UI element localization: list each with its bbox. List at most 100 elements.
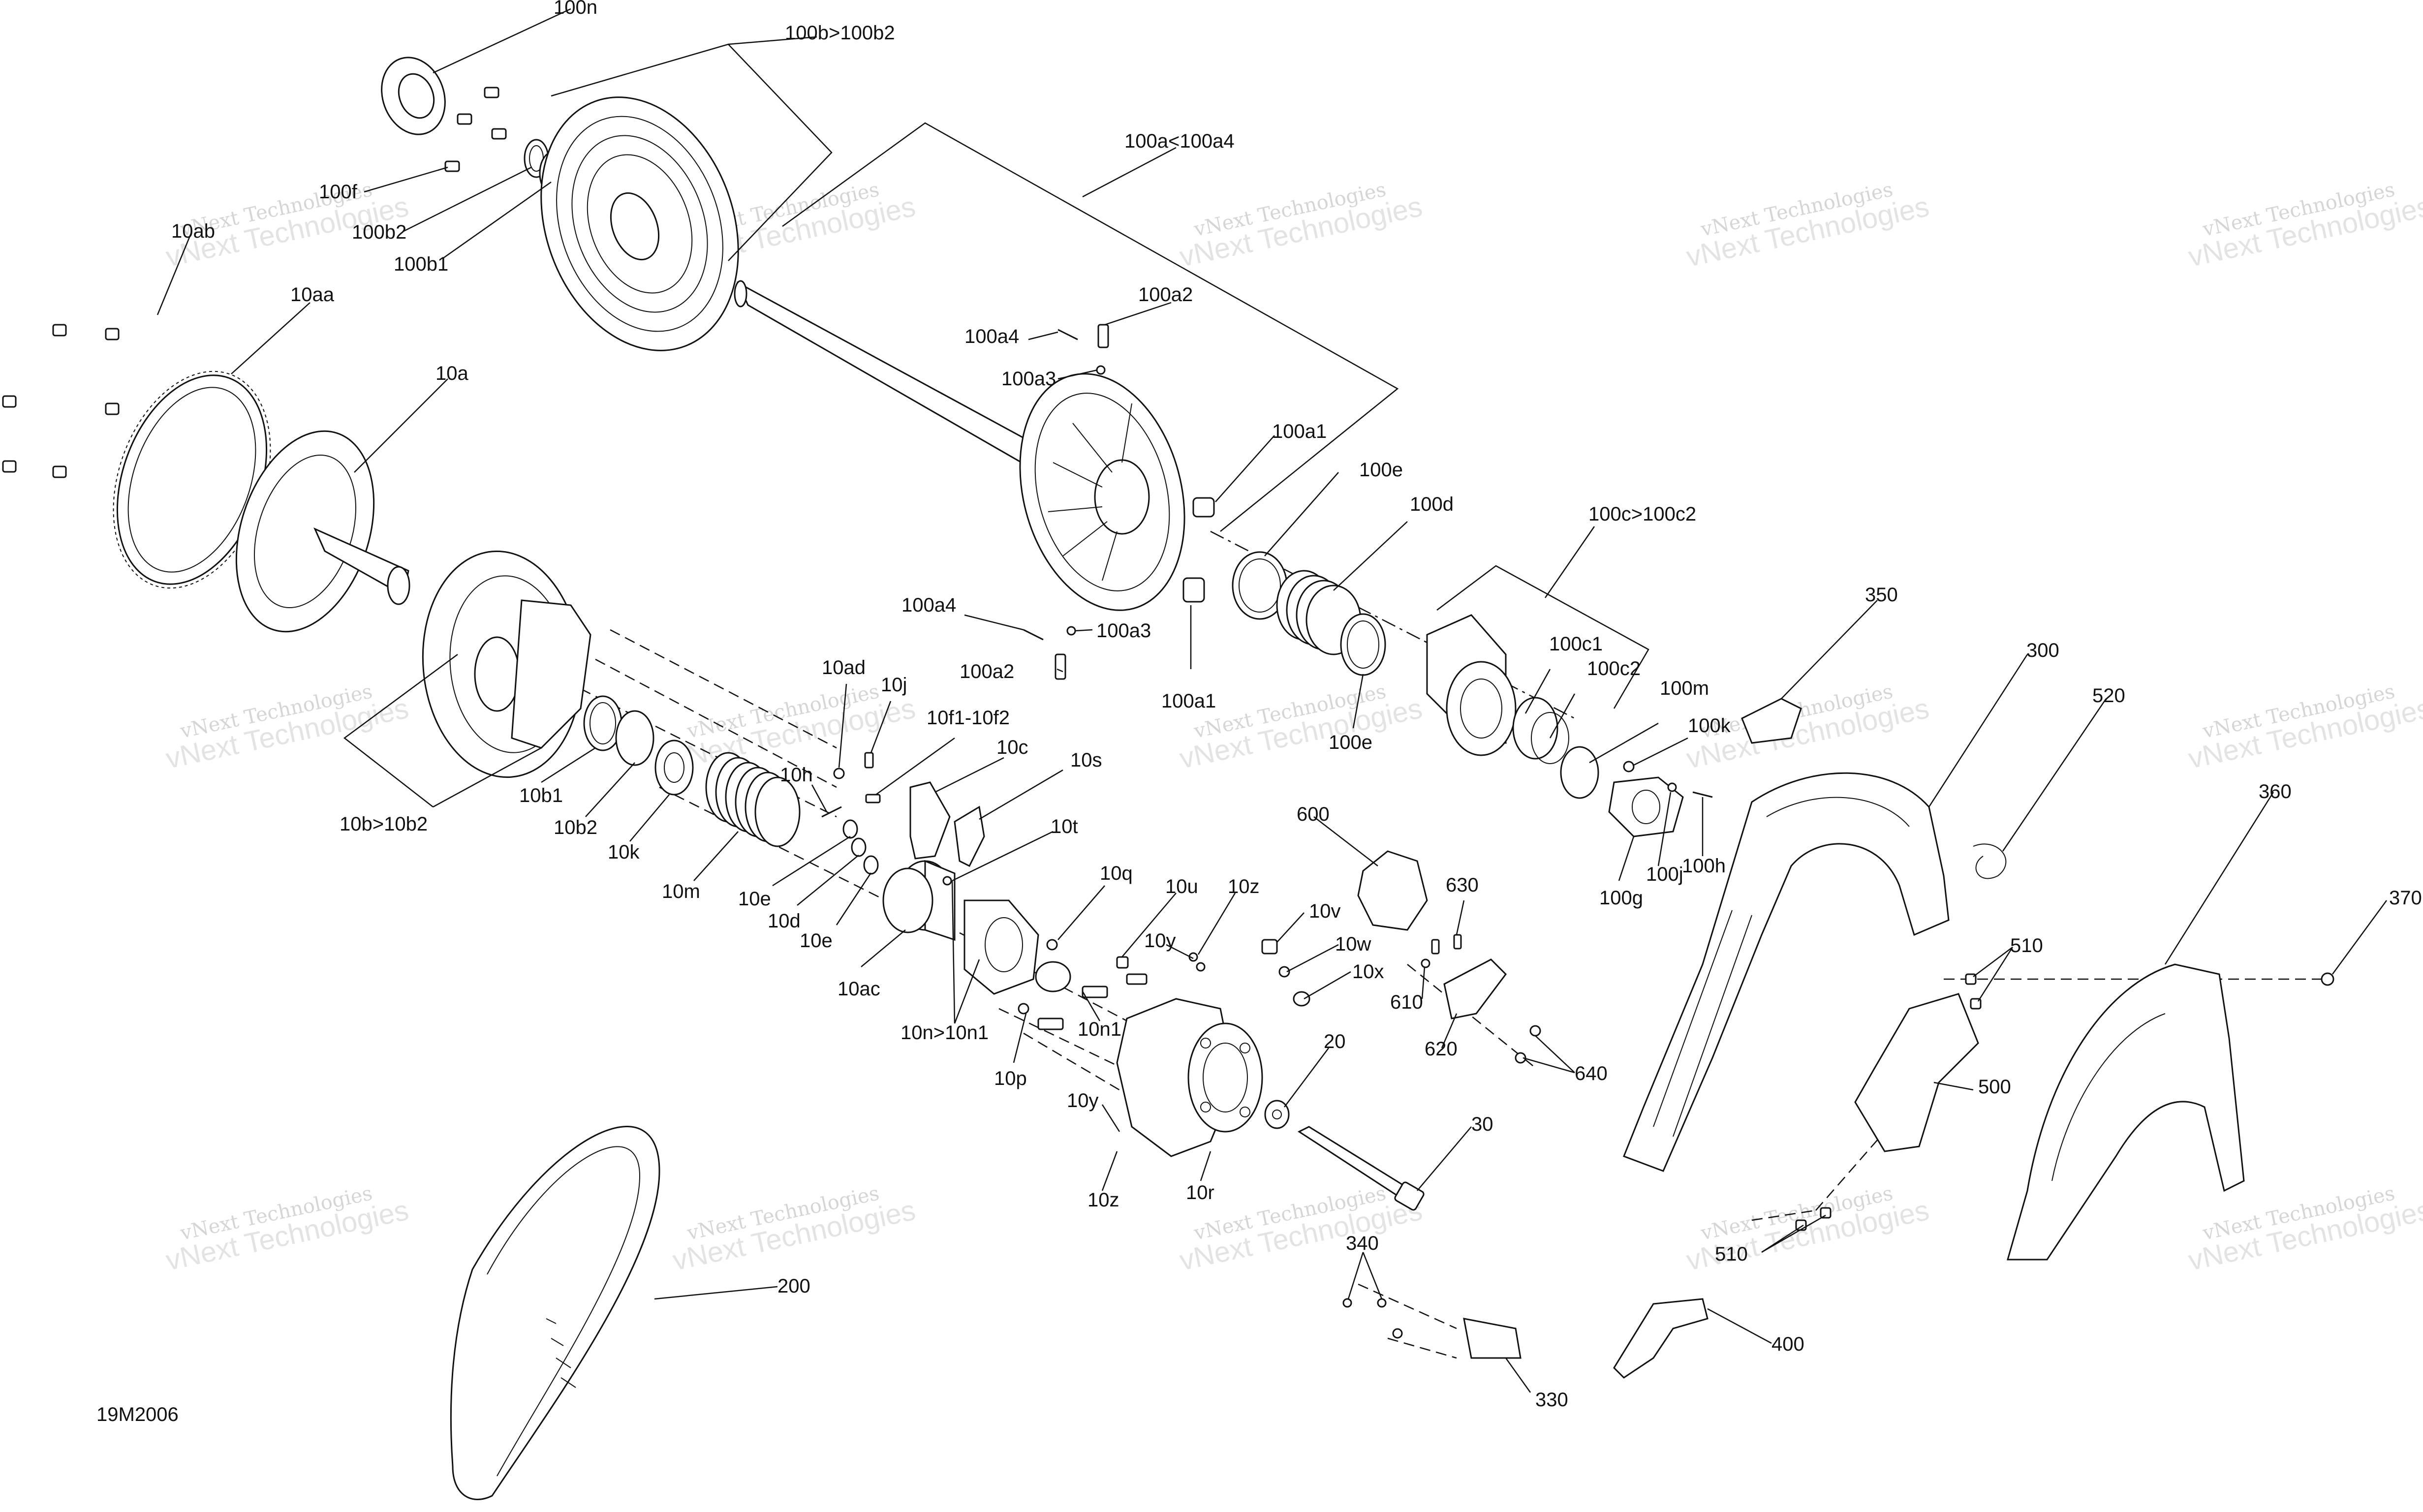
bracket-600: [1357, 850, 1541, 1064]
screws-100f: [444, 87, 507, 172]
callout-10e-2: 10e: [800, 930, 833, 952]
callout-10b-10b2: 10b>10b2: [340, 813, 428, 835]
sheave-100b: [540, 96, 739, 351]
callout-10d: 10d: [768, 910, 801, 932]
bracket-100g: [1608, 761, 1713, 837]
callout-200: 200: [777, 1275, 810, 1297]
callout-330: 330: [1535, 1389, 1568, 1411]
callout-100a-100a4: 100a<100a4: [1124, 130, 1235, 152]
callout-340: 340: [1346, 1233, 1379, 1254]
callout-100a3: 100a3: [1001, 368, 1056, 390]
callout-100b1: 100b1: [394, 253, 448, 275]
callout-400: 400: [1771, 1333, 1804, 1355]
callout-100g: 100g: [1599, 887, 1643, 909]
callout-10z-lower: 10z: [1087, 1189, 1119, 1211]
callout-510: 510: [2010, 935, 2043, 957]
bracket-330: [1342, 1298, 1522, 1359]
arm-10c: [909, 781, 985, 886]
callout-labels: 100n 100b>100b2 100f 100b2 100b1 10ab 10…: [171, 0, 2422, 1411]
callout-100c1: 100c1: [1549, 633, 1603, 655]
rail-300: [1623, 772, 1950, 1172]
callout-100c2: 100c2: [1587, 658, 1641, 679]
cover-360: [2007, 963, 2245, 1261]
callout-100c-100c2: 100c>100c2: [1588, 503, 1696, 525]
callout-10aa: 10aa: [290, 284, 335, 306]
spring-10m: [705, 752, 801, 847]
hub-10r: [1116, 998, 1263, 1157]
callout-10r: 10r: [1186, 1182, 1214, 1203]
callout-510-lower: 510: [1715, 1243, 1748, 1265]
sheave-100a: [1019, 373, 1185, 611]
washers-10e: [842, 819, 879, 875]
callout-10v: 10v: [1309, 900, 1341, 922]
callout-10w: 10w: [1335, 933, 1371, 955]
callout-10p: 10p: [994, 1068, 1027, 1089]
callout-10b2: 10b2: [554, 817, 597, 838]
callout-100e-lower: 100e: [1329, 732, 1372, 753]
callout-100n: 100n: [554, 0, 597, 18]
callout-10y-lower: 10y: [1067, 1090, 1099, 1111]
callout-520: 520: [2092, 685, 2125, 707]
callout-630: 630: [1446, 874, 1479, 896]
callout-10n-10n1: 10n>10n1: [901, 1022, 989, 1044]
callout-20: 20: [1324, 1031, 1346, 1052]
callout-10h: 10h: [780, 764, 813, 786]
callout-370: 370: [2389, 887, 2422, 909]
clip-350: [1741, 698, 1802, 744]
callout-100a4-lower: 100a4: [901, 594, 956, 616]
bolts-10ab: [2, 324, 120, 478]
callout-10ad: 10ad: [822, 657, 866, 679]
rings-10b: [583, 695, 694, 796]
bracket-400: [1613, 1298, 1709, 1379]
callout-10ac: 10ac: [838, 978, 880, 1000]
callout-10t: 10t: [1051, 816, 1078, 837]
callout-100a1-lower: 100a1: [1161, 690, 1216, 712]
callout-100a3-lower: 100a3: [1096, 620, 1151, 642]
callout-100h: 100h: [1682, 855, 1726, 877]
bushing-100a1: [1182, 497, 1215, 603]
parts-layer: [2, 57, 2334, 1500]
callout-600: 600: [1297, 803, 1330, 825]
callout-100b2: 100b2: [352, 221, 406, 243]
pins-10: [821, 752, 881, 818]
callout-100j: 100j: [1646, 864, 1683, 885]
callout-360: 360: [2259, 781, 2292, 802]
screw-370: [2321, 972, 2334, 986]
callout-10c: 10c: [996, 737, 1028, 758]
spider-10n: [963, 899, 1039, 995]
callout-10x: 10x: [1352, 961, 1384, 983]
callout-100k: 100k: [1688, 715, 1731, 737]
callout-100b-100b2: 100b>100b2: [785, 22, 895, 44]
leader-lines: [156, 8, 2388, 1393]
callout-10ab: 10ab: [171, 220, 215, 242]
callout-10a: 10a: [435, 363, 468, 384]
callout-100a2: 100a2: [1138, 284, 1193, 306]
seal-100n: [381, 57, 446, 135]
callout-10j: 10j: [881, 674, 907, 696]
callout-30: 30: [1471, 1113, 1493, 1135]
callout-100f: 100f: [319, 181, 358, 203]
belt-200: [450, 1126, 660, 1500]
callout-10q: 10q: [1100, 863, 1133, 884]
callout-350: 350: [1865, 584, 1898, 606]
callout-10b1: 10b1: [519, 785, 563, 806]
figure-code: 19M2006: [96, 1404, 179, 1425]
callout-10s: 10s: [1070, 749, 1102, 771]
callout-100d: 100d: [1410, 494, 1454, 515]
cam-100c: [1426, 614, 1599, 799]
callout-10z: 10z: [1228, 876, 1260, 897]
callout-610: 610: [1390, 991, 1423, 1013]
bolt-30: [1264, 1100, 1425, 1211]
fasteners-10v: [1261, 939, 1310, 1007]
fasteners-10q: [1018, 939, 1108, 1030]
callout-500: 500: [1978, 1076, 2011, 1098]
fixed-sheave-10a: [235, 430, 410, 633]
callout-10n1: 10n1: [1078, 1018, 1121, 1040]
callout-10f1-10f2: 10f1-10f2: [927, 707, 1010, 729]
pins-100a: [1023, 324, 1109, 680]
callout-100m: 100m: [1660, 678, 1709, 699]
callout-10e: 10e: [738, 888, 771, 910]
callout-10m: 10m: [662, 881, 700, 902]
callout-100e: 100e: [1359, 459, 1403, 481]
